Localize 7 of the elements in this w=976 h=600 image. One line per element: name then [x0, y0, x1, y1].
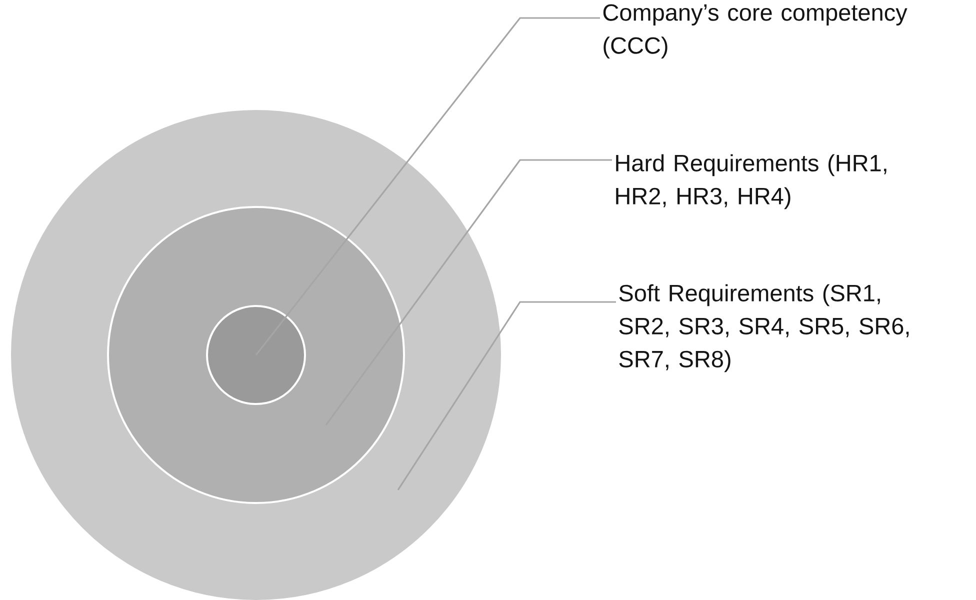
leader-line: [397, 301, 616, 490]
label-text: Hard Requirements (HR1, HR2, HR3, HR4): [616, 154, 886, 210]
leader-line: [255, 17, 600, 356]
leader-line: [325, 159, 612, 426]
label-text: Company’s core competency (CCC): [603, 4, 908, 58]
ring: [206, 305, 306, 405]
label-text: Soft Requirements (SR1, SR2, SR3, SR4, SR5, SR6, SR7, SR8): [619, 284, 909, 372]
